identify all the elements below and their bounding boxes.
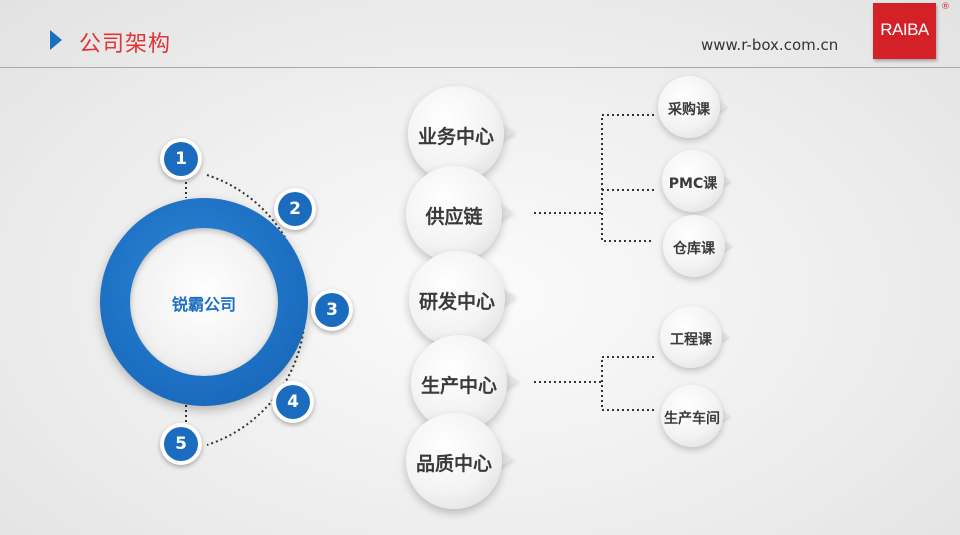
supply-chain-bracket — [601, 114, 654, 242]
section-label: PMC课 — [668, 176, 718, 192]
bubble-circle — [663, 215, 725, 277]
section-bubble-warehouse: 仓库课 — [663, 215, 732, 277]
play-arrow-icon — [50, 30, 62, 50]
company-ring-center: 锐霸公司 — [130, 228, 278, 376]
badge-number: 1 — [164, 142, 198, 176]
brand-logo: RAIBA — [873, 3, 936, 59]
bubble-circle — [658, 76, 720, 138]
section-label: 仓库课 — [673, 241, 715, 257]
department-bubble-production: 生产中心 — [411, 335, 518, 431]
section-bubble-engineering: 工程课 — [660, 306, 729, 368]
section-bubble-workshop: 生产车间 — [661, 385, 730, 447]
section-label: 工程课 — [670, 332, 712, 348]
badge-5: 5 — [160, 423, 202, 465]
department-label: 研发中心 — [418, 291, 495, 313]
logo-text: RAIBA — [880, 20, 929, 39]
bubble-circle — [406, 413, 502, 509]
header: 公司架构 www.r-box.com.cn RAIBA ® — [0, 0, 960, 70]
bubble-circle — [660, 306, 722, 368]
section-label: 生产车间 — [664, 411, 720, 427]
production-bracket — [601, 356, 654, 411]
badge-number: 2 — [278, 192, 312, 226]
department-label: 业务中心 — [417, 126, 494, 148]
page-title: 公司架构 — [79, 32, 172, 57]
badge-2: 2 — [274, 188, 316, 230]
company-ring: 锐霸公司 — [100, 198, 308, 406]
department-label: 供应链 — [425, 206, 483, 228]
department-label: 生产中心 — [420, 375, 497, 397]
badge-number: 4 — [276, 385, 310, 419]
section-label: 采购课 — [668, 102, 710, 118]
company-name: 锐霸公司 — [171, 295, 236, 314]
badge-number: 5 — [164, 427, 198, 461]
department-bubble-supply-chain: 供应链 — [406, 166, 513, 262]
bubble-circle — [409, 251, 505, 347]
section-bubble-purchasing: 采购课 — [658, 76, 727, 138]
website-url: www.r-box.com.cn — [701, 36, 839, 54]
bubble-circle — [662, 150, 724, 212]
department-bubble-quality: 品质中心 — [406, 413, 513, 509]
badge-4: 4 — [272, 381, 314, 423]
badge-3: 3 — [311, 289, 353, 331]
header-divider — [0, 67, 960, 68]
badge-number: 3 — [315, 293, 349, 327]
bubble-circle — [406, 166, 502, 262]
bubble-circle — [661, 385, 723, 447]
department-bubble-rnd: 研发中心 — [409, 251, 516, 347]
department-label: 品质中心 — [415, 453, 492, 475]
section-bubble-pmc: PMC课 — [662, 150, 731, 212]
registered-mark: ® — [941, 2, 950, 12]
badge-1: 1 — [160, 138, 202, 180]
